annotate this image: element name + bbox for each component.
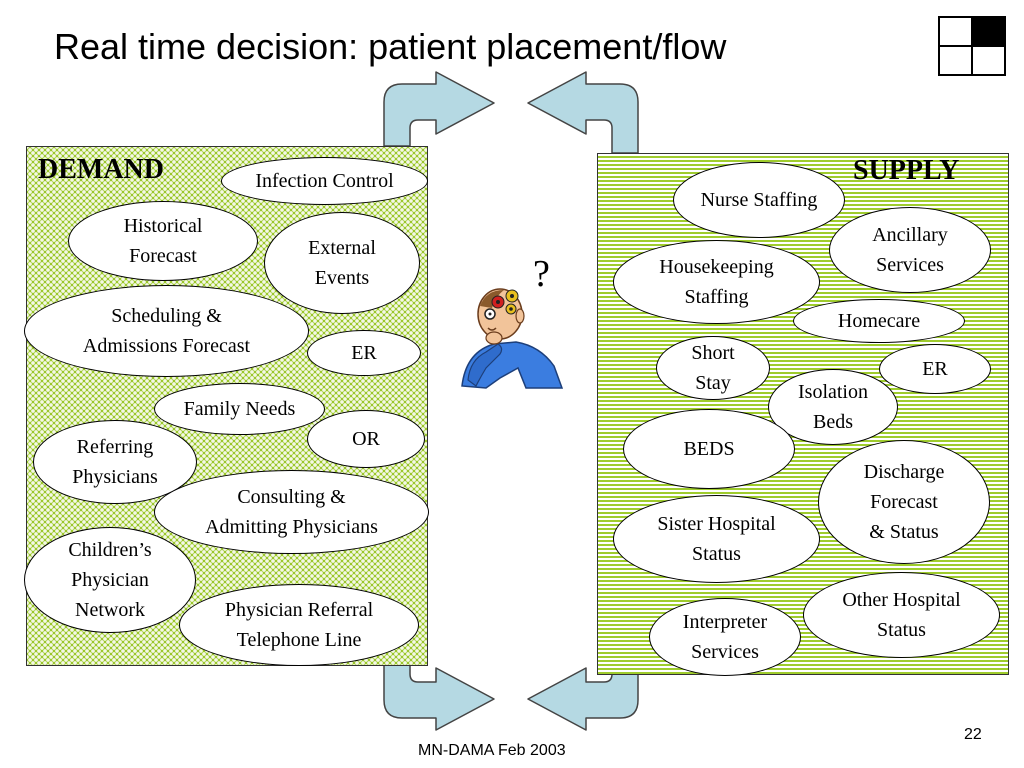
arrow-top-left-icon — [383, 71, 495, 147]
supply-item-ancillary-services: Ancillary Services — [829, 207, 991, 293]
supply-item-homecare: Homecare — [793, 299, 965, 343]
supply-item-beds: BEDS — [623, 409, 795, 489]
demand-heading: DEMAND — [38, 154, 164, 185]
supply-item-sister-hospital-status: Sister Hospital Status — [613, 495, 820, 583]
question-mark: ? — [533, 253, 550, 295]
supply-heading: SUPPLY — [853, 155, 960, 186]
demand-item-er: ER — [307, 330, 421, 376]
demand-item-family-needs: Family Needs — [154, 383, 325, 435]
supply-item-housekeeping-staffing: Housekeeping Staffing — [613, 240, 820, 324]
arrow-top-right-icon — [527, 71, 639, 154]
page-number: 22 — [964, 726, 982, 743]
slide-footer: MN-DAMA Feb 2003 — [418, 742, 566, 759]
demand-item-physician-referral-line: Physician Referral Telephone Line — [179, 584, 419, 666]
supply-item-other-hospital-status: Other Hospital Status — [803, 572, 1000, 658]
demand-item-infection-control: Infection Control — [221, 157, 428, 205]
supply-item-discharge-forecast: Discharge Forecast & Status — [818, 440, 990, 564]
demand-item-external-events: External Events — [264, 212, 420, 314]
supply-item-nurse-staffing: Nurse Staffing — [673, 162, 845, 238]
arrow-bottom-left-icon — [383, 663, 495, 731]
supply-item-isolation-beds: Isolation Beds — [768, 369, 898, 445]
demand-item-scheduling-admissions: Scheduling & Admissions Forecast — [24, 285, 309, 377]
grid-logo-icon — [938, 16, 1006, 76]
demand-item-consulting-admitting: Consulting & Admitting Physicians — [154, 470, 429, 554]
supply-item-short-stay: Short Stay — [656, 336, 770, 400]
supply-item-er: ER — [879, 344, 991, 394]
supply-item-interpreter-services: Interpreter Services — [649, 598, 801, 676]
demand-item-referring-physicians: Referring Physicians — [33, 420, 197, 504]
slide-title: Real time decision: patient placement/fl… — [54, 26, 727, 67]
thinking-person-icon — [461, 288, 564, 389]
demand-item-historical-forecast: Historical Forecast — [68, 201, 258, 281]
demand-item-childrens-physician-network: Children’s Physician Network — [24, 527, 196, 633]
arrow-bottom-right-icon — [527, 667, 639, 731]
demand-item-or: OR — [307, 410, 425, 468]
